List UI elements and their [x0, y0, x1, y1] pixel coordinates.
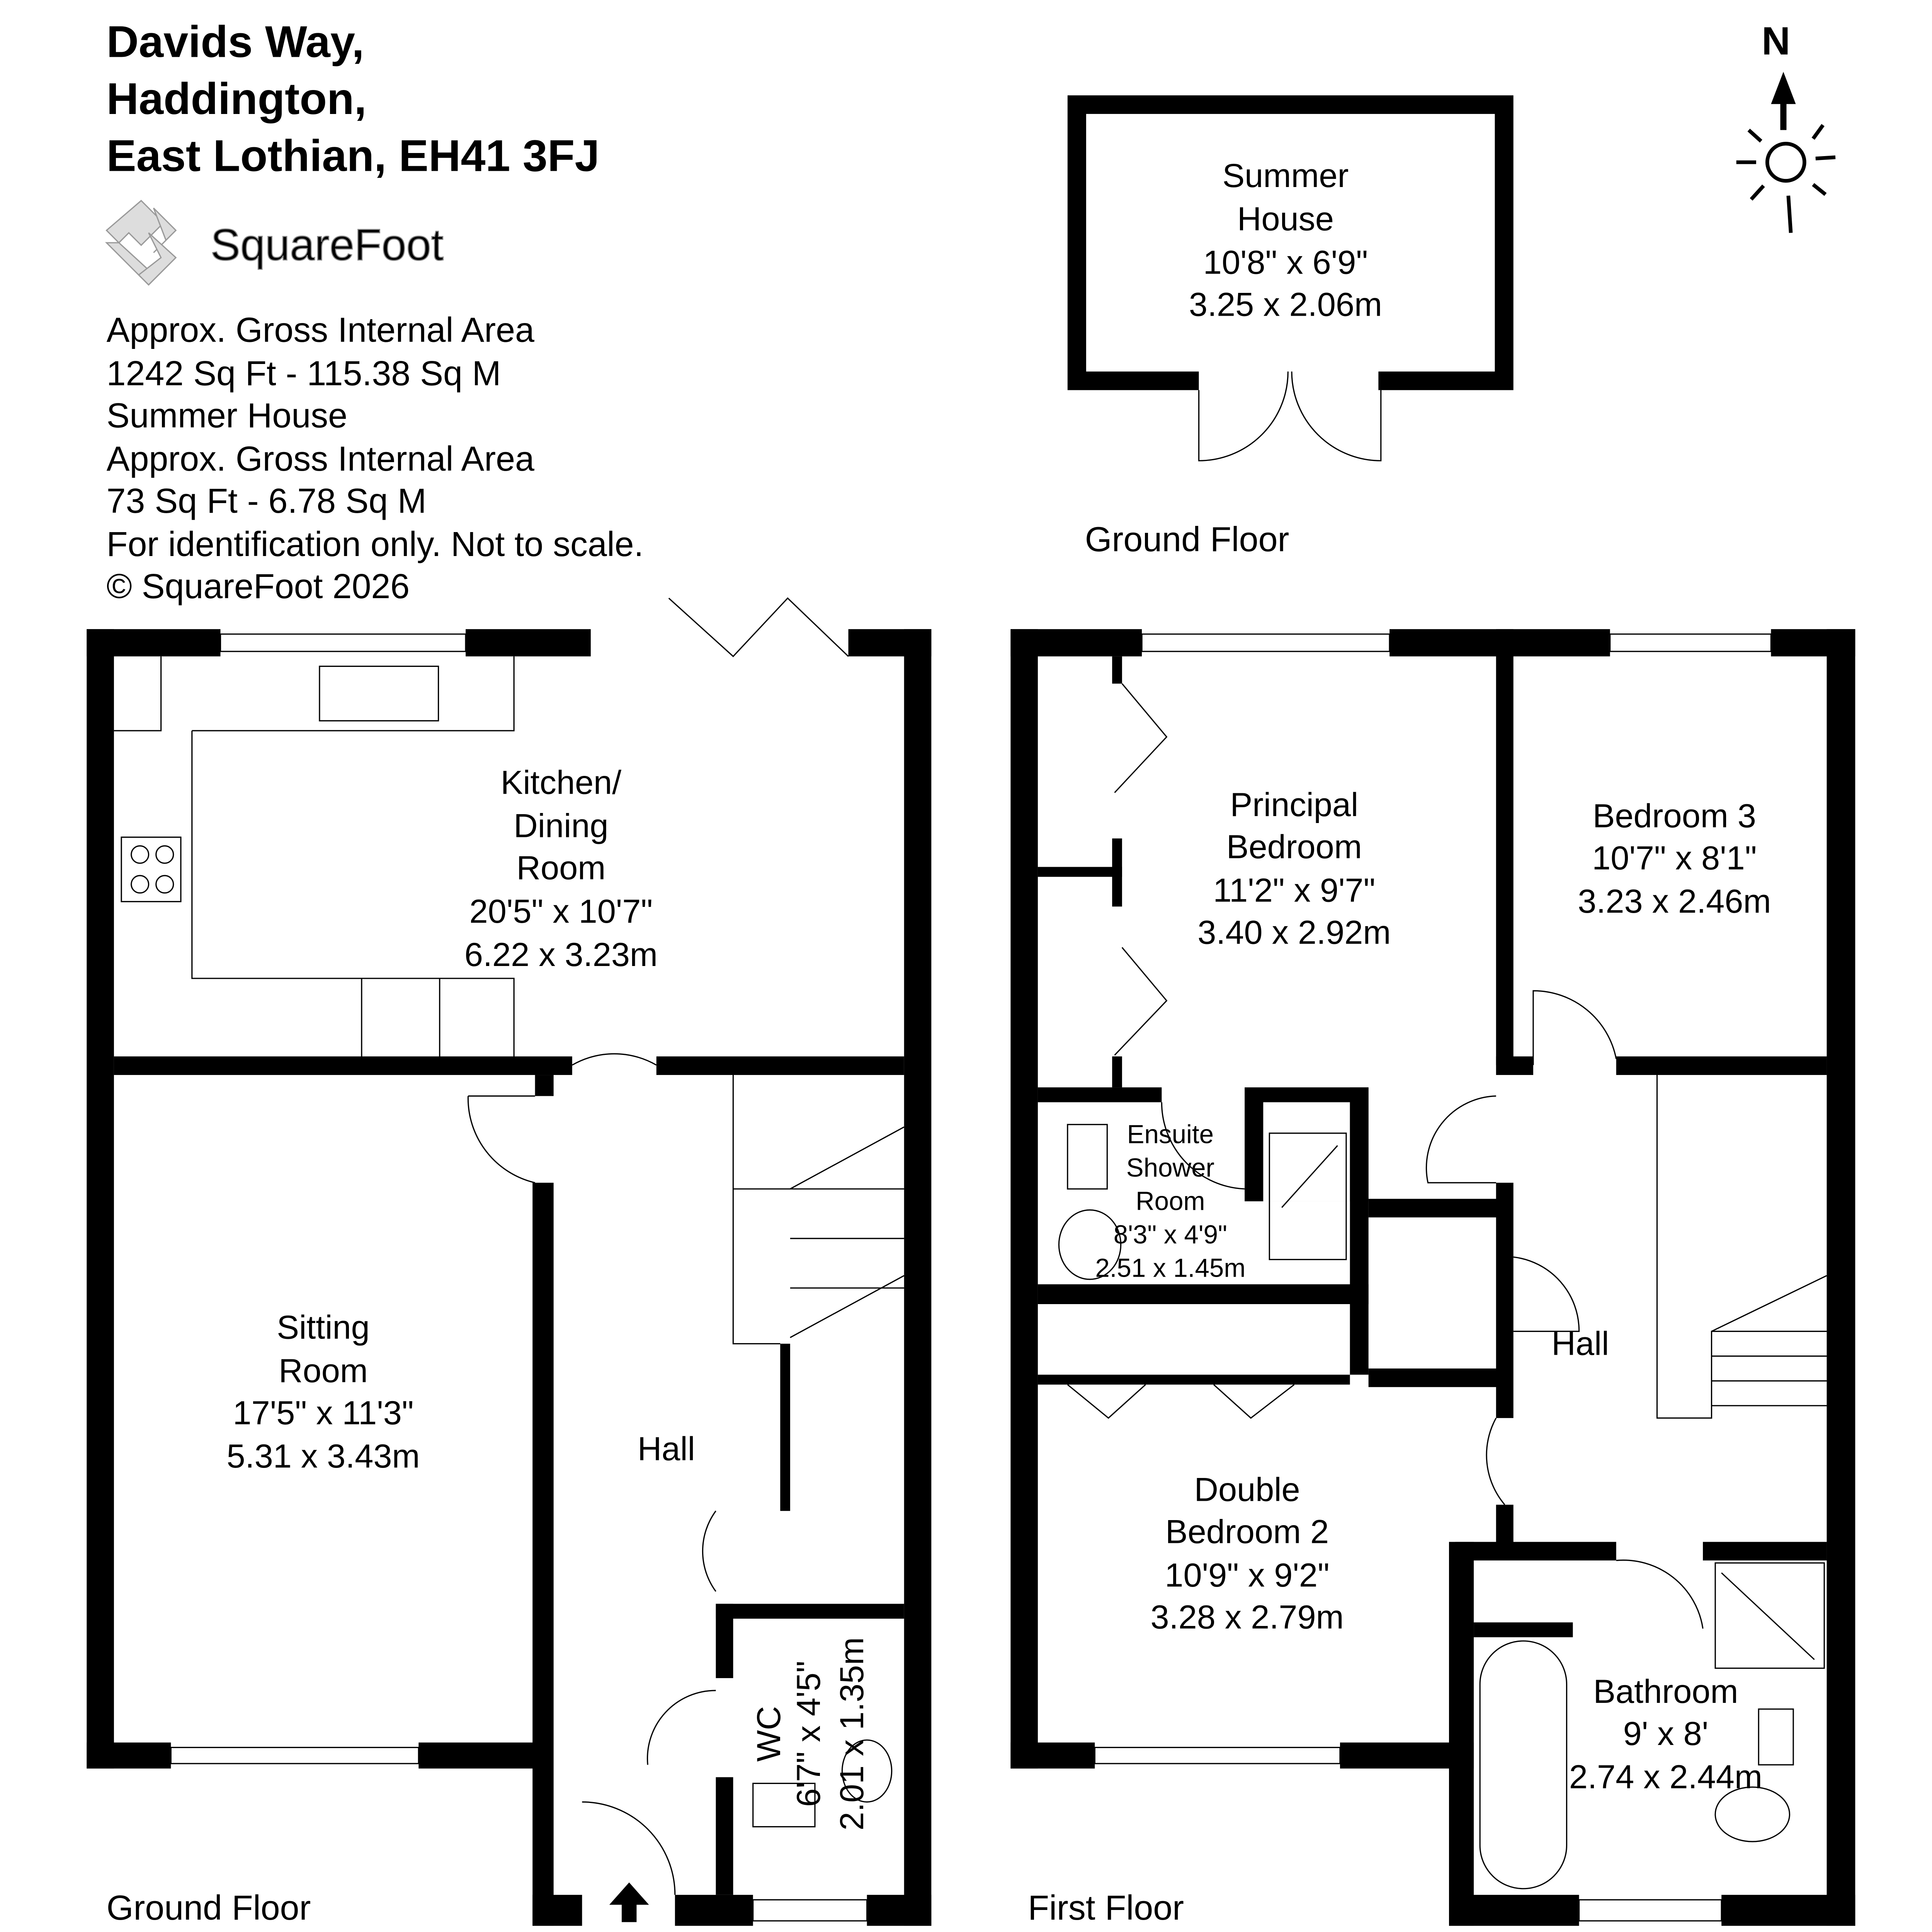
room-name: Room	[517, 850, 606, 887]
info-line: Approx. Gross Internal Area	[107, 440, 534, 478]
room-dimensions-metric: 3.23 x 2.46m	[1578, 883, 1771, 920]
compass-sun-icon: N	[1736, 19, 1836, 233]
room-name: Principal	[1230, 786, 1358, 823]
room-name: Bedroom 3	[1593, 798, 1756, 835]
address-line: East Lothian, EH41 3FJ	[107, 131, 600, 180]
room-name: Kitchen/	[501, 764, 622, 801]
info-line: Summer House	[107, 396, 347, 435]
room-dimensions-imperial: 10'9" x 9'2"	[1165, 1557, 1329, 1594]
entrance-arrow-icon	[609, 1882, 649, 1922]
hall-label: Hall	[1551, 1325, 1609, 1362]
bedroom-2-label: Double Bedroom 2 10'9" x 9'2" 3.28 x 2.7…	[1150, 1471, 1344, 1636]
room-dimensions-metric: 2.01 x 1.35m	[833, 1637, 871, 1830]
summer-house: Summer House 10'8" x 6'9" 3.25 x 2.06m	[1067, 95, 1514, 461]
info-line: 1242 Sq Ft - 115.38 Sq M	[107, 354, 501, 393]
info-line: 73 Sq Ft - 6.78 Sq M	[107, 482, 427, 520]
sitting-room-label: Sitting Room 17'5" x 11'3" 5.31 x 3.43m	[226, 1309, 420, 1475]
room-dimensions-imperial: 8'3" x 4'9"	[1114, 1220, 1227, 1249]
info-line: Approx. Gross Internal Area	[107, 311, 534, 350]
squarefoot-logo: SquareFoot	[105, 200, 444, 286]
room-name: Shower	[1126, 1153, 1214, 1182]
room-dimensions-metric: 2.74 x 2.44m	[1569, 1759, 1762, 1796]
hall-label: Hall	[638, 1430, 695, 1468]
room-dimensions-metric: 2.51 x 1.45m	[1095, 1253, 1245, 1282]
room-dimensions-metric: 3.25 x 2.06m	[1189, 286, 1382, 323]
address-line: Haddington,	[107, 74, 367, 124]
bedroom-3-label: Bedroom 3 10'7" x 8'1" 3.23 x 2.46m	[1578, 798, 1771, 920]
bathroom-label: Bathroom 9' x 8' 2.74 x 2.44m	[1569, 1673, 1762, 1796]
room-name: Double	[1194, 1471, 1300, 1509]
room-dimensions-imperial: 11'2" x 9'7"	[1213, 872, 1375, 909]
kitchen-label: Kitchen/ Dining Room 20'5" x 10'7" 6.22 …	[464, 764, 658, 973]
room-name: Bedroom 2	[1165, 1514, 1329, 1551]
address-line: Davids Way,	[107, 17, 364, 66]
room-name: Bedroom	[1226, 828, 1362, 866]
room-name: WC	[750, 1706, 787, 1762]
floor-caption: Ground Floor	[1085, 520, 1289, 559]
north-label: N	[1762, 19, 1790, 63]
address: Davids Way, Haddington, East Lothian, EH…	[107, 17, 600, 180]
room-name: Room	[279, 1352, 368, 1389]
room-name: Bathroom	[1593, 1673, 1738, 1710]
floor-caption: Ground Floor	[107, 1889, 311, 1927]
first-floor-plan: Principal Bedroom 11'2" x 9'7" 3.40 x 2.…	[1010, 629, 1855, 1926]
room-dimensions-metric: 5.31 x 3.43m	[226, 1438, 420, 1475]
room-name: Dining	[514, 808, 608, 845]
info-line: For identification only. Not to scale.	[107, 525, 644, 564]
room-dimensions-imperial: 17'5" x 11'3"	[233, 1395, 414, 1432]
wc-label: WC 6'7" x 4'5" 2.01 x 1.35m	[750, 1637, 871, 1830]
principal-bedroom-label: Principal Bedroom 11'2" x 9'7" 3.40 x 2.…	[1197, 786, 1391, 951]
room-dimensions-imperial: 9' x 8'	[1623, 1715, 1709, 1752]
room-dimensions-imperial: 6'7" x 4'5"	[790, 1661, 827, 1807]
room-name: House	[1237, 201, 1334, 238]
room-dimensions-metric: 3.40 x 2.92m	[1197, 914, 1391, 951]
room-dimensions-metric: 6.22 x 3.23m	[464, 936, 658, 973]
logo-text: SquareFoot	[211, 220, 444, 270]
ensuite-label: Ensuite Shower Room 8'3" x 4'9" 2.51 x 1…	[1095, 1120, 1245, 1282]
room-name: Room	[1136, 1187, 1205, 1216]
room-name: Summer	[1222, 157, 1349, 194]
room-name: Sitting	[277, 1309, 369, 1346]
room-dimensions-imperial: 10'7" x 8'1"	[1592, 840, 1757, 877]
area-info: Approx. Gross Internal Area 1242 Sq Ft -…	[107, 311, 644, 606]
room-dimensions-metric: 3.28 x 2.79m	[1150, 1599, 1344, 1636]
room-name: Ensuite	[1127, 1120, 1214, 1149]
room-dimensions-imperial: 20'5" x 10'7"	[469, 893, 653, 930]
ground-floor-plan: Kitchen/ Dining Room 20'5" x 10'7" 6.22 …	[87, 597, 932, 1926]
room-dimensions-imperial: 10'8" x 6'9"	[1203, 244, 1368, 281]
info-line: © SquareFoot 2026	[107, 567, 410, 606]
floor-caption: First Floor	[1028, 1889, 1184, 1927]
